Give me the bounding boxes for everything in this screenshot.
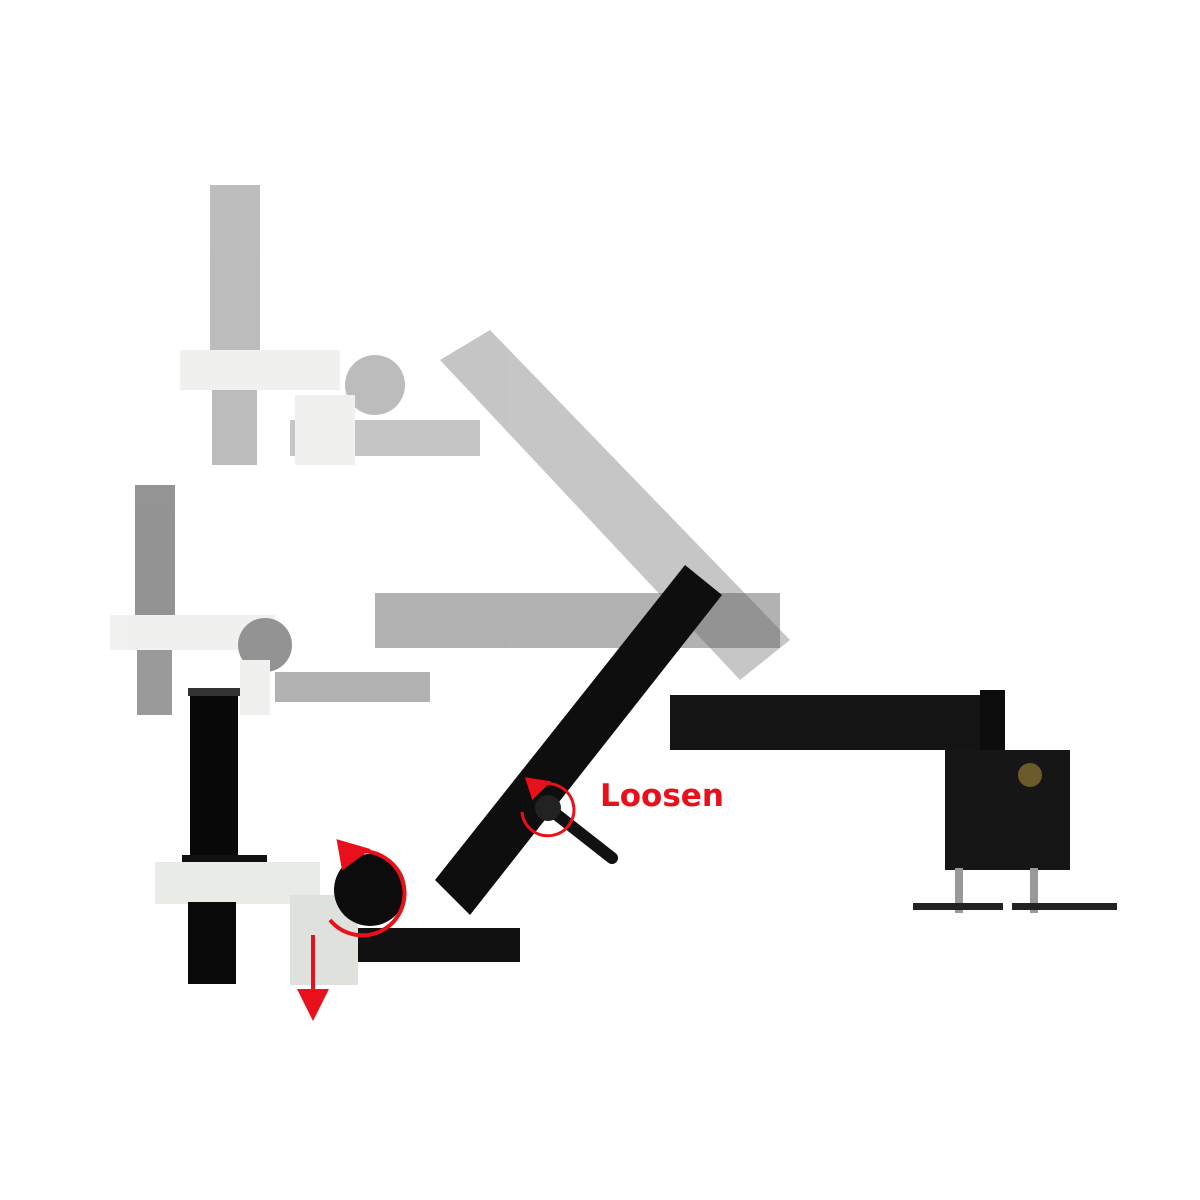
horizontal-arm [670,690,1005,750]
microscope-head [155,688,406,985]
loosen-label: Loosen [600,778,724,814]
ghost-position-middle [110,485,780,715]
lower-arm [358,928,520,962]
diagonal-arm [435,565,722,915]
rotate-arrow-focus-knob [328,839,407,938]
clamp-base [913,750,1117,913]
rotate-arrow-loosen-knob [520,777,576,838]
